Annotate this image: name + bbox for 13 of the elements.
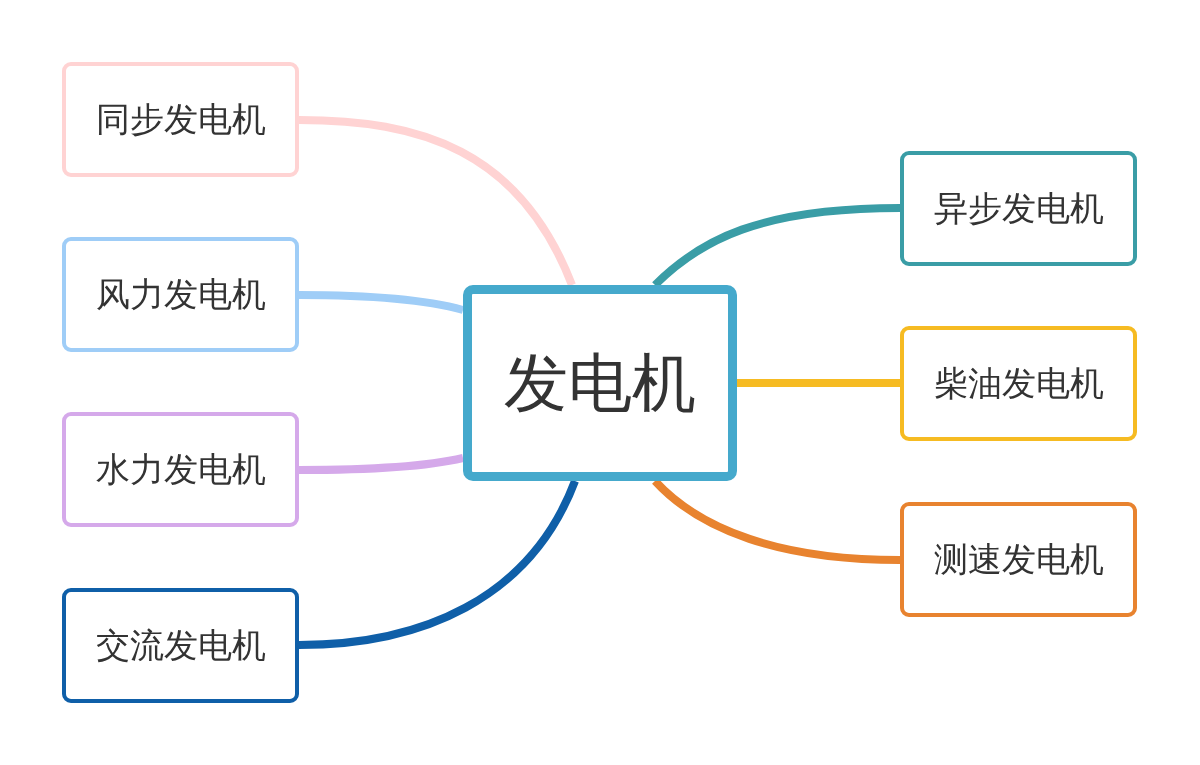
topic-box: 测速发电机 <box>900 502 1137 617</box>
connector-line <box>299 454 464 474</box>
topic-box: 水力发电机 <box>62 412 299 527</box>
topic-box: 异步发电机 <box>900 151 1137 266</box>
central-topic-box: 发电机 <box>463 285 737 481</box>
topic-box: 柴油发电机 <box>900 326 1137 441</box>
topic-box: 交流发电机 <box>62 588 299 703</box>
connector-line <box>737 379 900 387</box>
topic-box: 同步发电机 <box>62 62 299 177</box>
topic-box: 风力发电机 <box>62 237 299 352</box>
connector-line <box>299 291 464 314</box>
connector-line <box>298 479 579 649</box>
connector-line <box>298 116 576 287</box>
